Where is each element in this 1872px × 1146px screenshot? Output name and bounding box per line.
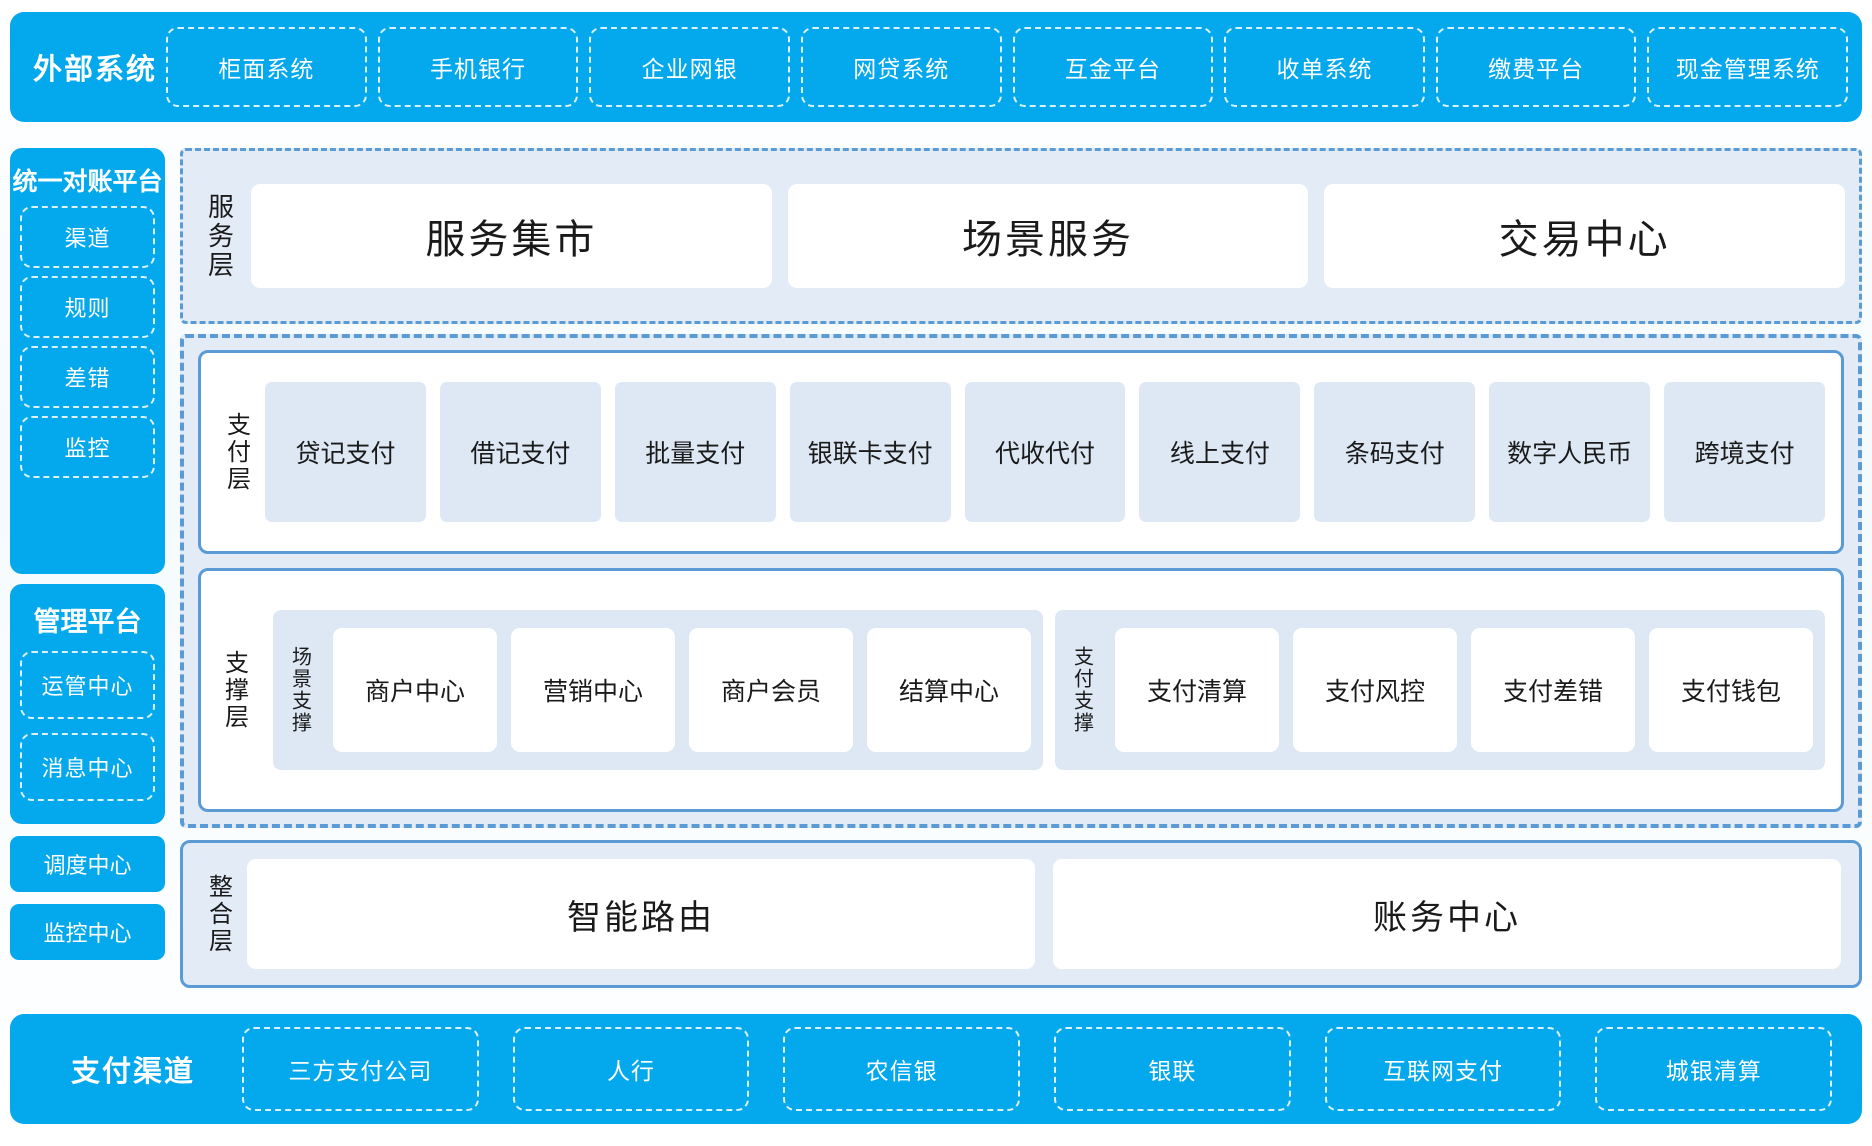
support-layer: 支撑层 场景支撑 商户中心 营销中心 商户会员 结算中心 支付支撑 支付清算	[198, 568, 1844, 812]
integration-card-accounting-center[interactable]: 账务中心	[1053, 859, 1841, 969]
external-system-item[interactable]: 收单系统	[1224, 27, 1425, 107]
support-group-scene-label: 场景支撑	[288, 646, 311, 734]
payment-channel-item[interactable]: 城银清算	[1595, 1027, 1833, 1111]
support-group-payment-cards: 支付清算 支付风控 支付差错 支付钱包	[1115, 628, 1813, 752]
payment-channels-list: 三方支付公司 人行 农信银 银联 互联网支付 城银清算	[242, 1027, 1848, 1111]
payment-tile-collection-payment[interactable]: 代收代付	[964, 382, 1126, 522]
support-group-payment: 支付支撑 支付清算 支付风控 支付差错 支付钱包	[1055, 610, 1825, 770]
external-system-item[interactable]: 柜面系统	[166, 27, 367, 107]
external-system-item[interactable]: 互金平台	[1012, 27, 1214, 107]
integration-card-smart-routing[interactable]: 智能路由	[247, 859, 1035, 969]
integration-layer-label: 整合层	[204, 873, 232, 955]
reconciliation-item-monitor[interactable]: 监控	[20, 416, 155, 478]
management-item-message-center[interactable]: 消息中心	[20, 733, 155, 801]
support-card-payment-wallet[interactable]: 支付钱包	[1649, 628, 1813, 752]
service-layer-cards: 服务集市 场景服务 交易中心	[251, 184, 1846, 288]
support-layer-label: 支撑层	[220, 649, 248, 731]
service-card-transaction-center[interactable]: 交易中心	[1324, 184, 1846, 288]
support-card-merchant-membership[interactable]: 商户会员	[689, 628, 853, 752]
service-layer: 服务层 服务集市 场景服务 交易中心	[180, 148, 1862, 324]
payment-channel-item[interactable]: 人行	[512, 1027, 750, 1111]
external-system-item[interactable]: 企业网银	[589, 27, 790, 107]
payment-tile-online[interactable]: 线上支付	[1139, 382, 1301, 522]
payment-channel-item[interactable]: 农信银	[783, 1027, 1021, 1111]
management-platform-panel: 管理平台 运管中心 消息中心	[10, 584, 165, 824]
payment-tile-batch[interactable]: 批量支付	[614, 382, 776, 522]
payment-channels-title: 支付渠道	[70, 1056, 195, 1088]
service-card-scene-service[interactable]: 场景服务	[787, 184, 1309, 288]
management-item-operations-center[interactable]: 运管中心	[20, 651, 155, 719]
external-system-item[interactable]: 手机银行	[377, 27, 579, 107]
rail-item-dispatch-center[interactable]: 调度中心	[10, 836, 165, 892]
support-card-merchant-center[interactable]: 商户中心	[333, 628, 497, 752]
external-system-item[interactable]: 网贷系统	[800, 27, 1002, 107]
payment-layer-tiles: 贷记支付 借记支付 批量支付 银联卡支付 代收代付 线上支付 条码支付 数字人民…	[265, 382, 1826, 522]
support-card-payment-clearing[interactable]: 支付清算	[1115, 628, 1279, 752]
payment-channel-item[interactable]: 银联	[1054, 1027, 1291, 1111]
payment-tile-digital-rmb[interactable]: 数字人民币	[1489, 382, 1651, 522]
management-platform-title: 管理平台	[33, 607, 142, 637]
reconciliation-platform-panel: 统一对账平台 渠道 规则 差错 监控	[10, 148, 165, 574]
support-card-payment-risk-control[interactable]: 支付风控	[1293, 628, 1457, 752]
reconciliation-item-rule[interactable]: 规则	[20, 276, 155, 338]
support-card-settlement-center[interactable]: 结算中心	[867, 628, 1031, 752]
external-system-item[interactable]: 缴费平台	[1435, 27, 1637, 107]
payment-layer: 支付层 贷记支付 借记支付 批量支付 银联卡支付 代收代付 线上支付 条码支付 …	[198, 350, 1844, 554]
reconciliation-platform-title: 统一对账平台	[12, 168, 163, 196]
payment-tile-cross-border[interactable]: 跨境支付	[1664, 382, 1826, 522]
support-group-payment-label: 支付支撑	[1070, 646, 1093, 734]
core-platform-group: 支付层 贷记支付 借记支付 批量支付 银联卡支付 代收代付 线上支付 条码支付 …	[180, 334, 1862, 828]
reconciliation-items: 渠道 规则 差错 监控	[20, 206, 155, 478]
payment-tile-barcode[interactable]: 条码支付	[1314, 382, 1476, 522]
payment-channel-item[interactable]: 互联网支付	[1324, 1027, 1562, 1111]
external-system-item[interactable]: 现金管理系统	[1647, 27, 1848, 107]
integration-layer-cards: 智能路由 账务中心	[247, 859, 1841, 969]
management-items: 运管中心 消息中心	[20, 651, 155, 801]
support-card-marketing-center[interactable]: 营销中心	[511, 628, 675, 752]
support-group-scene-cards: 商户中心 营销中心 商户会员 结算中心	[333, 628, 1031, 752]
payment-tile-debit[interactable]: 借记支付	[439, 382, 601, 522]
support-layer-groups: 场景支撑 商户中心 营销中心 商户会员 结算中心 支付支撑 支付清算 支付风控 …	[273, 610, 1825, 770]
support-card-payment-error[interactable]: 支付差错	[1471, 628, 1635, 752]
service-card-service-market[interactable]: 服务集市	[251, 184, 772, 288]
service-layer-label: 服务层	[204, 192, 235, 280]
rail-item-monitor-center[interactable]: 监控中心	[10, 904, 165, 960]
payment-layer-label: 支付层	[222, 411, 250, 493]
payment-channels-band: 支付渠道 三方支付公司 人行 农信银 银联 互联网支付 城银清算	[10, 1014, 1862, 1124]
reconciliation-item-error[interactable]: 差错	[20, 346, 155, 408]
external-systems-band: 外部系统 柜面系统 手机银行 企业网银 网贷系统 互金平台 收单系统 缴费平台 …	[10, 12, 1862, 122]
payment-tile-unionpay-card[interactable]: 银联卡支付	[789, 382, 951, 522]
integration-layer: 整合层 智能路由 账务中心	[180, 840, 1862, 988]
payment-tile-credit[interactable]: 贷记支付	[265, 382, 426, 522]
payment-channel-item[interactable]: 三方支付公司	[242, 1027, 479, 1111]
external-systems-title: 外部系统	[32, 54, 157, 86]
reconciliation-item-channel[interactable]: 渠道	[20, 206, 155, 268]
support-group-scene: 场景支撑 商户中心 营销中心 商户会员 结算中心	[273, 610, 1043, 770]
external-systems-list: 柜面系统 手机银行 企业网银 网贷系统 互金平台 收单系统 缴费平台 现金管理系…	[166, 27, 1848, 107]
